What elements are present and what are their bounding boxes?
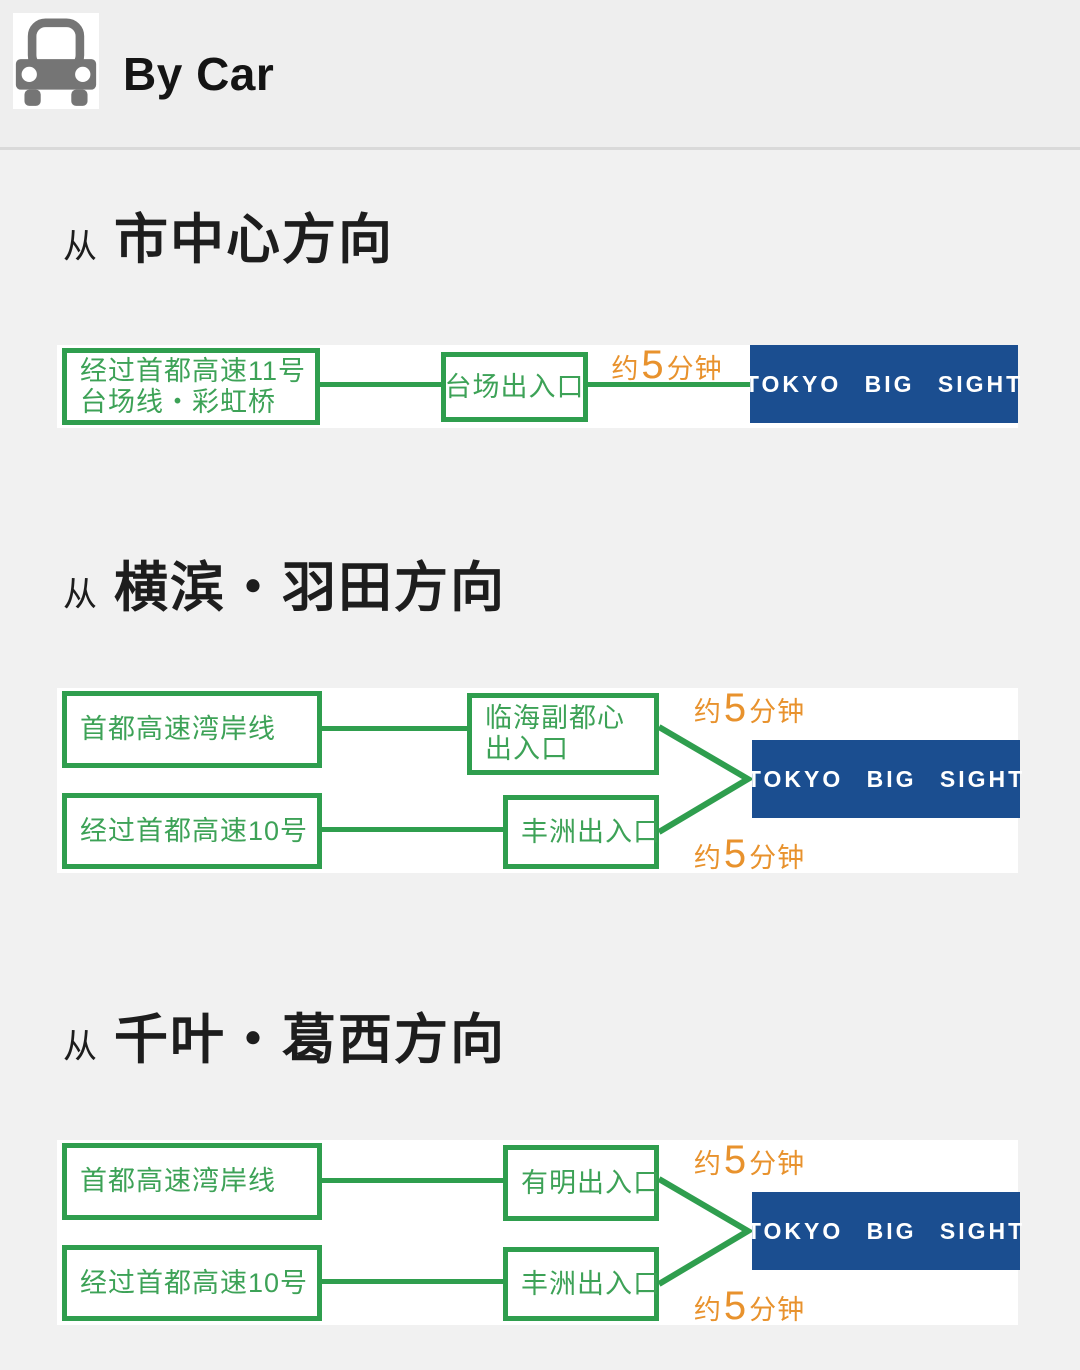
route-exit-line1: 临海副都心 — [485, 703, 625, 733]
route-exit-box: 台场出入口 — [441, 352, 588, 422]
heading-title: 市中心方向 — [114, 210, 394, 270]
heading-title: 横滨・羽田方向 — [114, 558, 506, 618]
connector-line — [320, 1279, 505, 1284]
route-start-line1: 经过首都高速11号 — [80, 355, 307, 386]
route-exit-line2: 出入口 — [485, 734, 569, 764]
car-icon — [13, 13, 99, 109]
section-heading-yokohama-haneda: 从 横滨・羽田方向 — [63, 548, 506, 635]
connector-line — [320, 726, 467, 731]
destination-label: TOKYO BIG SIGHT — [744, 370, 1024, 397]
route-start-box: 经过首都高速10号 — [62, 793, 322, 869]
section-heading-city-center: 从 市中心方向 — [63, 200, 394, 287]
connector-line — [320, 1178, 503, 1183]
route-exit-label: 台场出入口 — [444, 371, 585, 402]
connector-line — [320, 827, 505, 832]
converge-lines-icon — [657, 1176, 754, 1287]
route-start-line2: 台场线・彩虹桥 — [80, 386, 276, 417]
heading-from-prefix: 从 — [63, 1028, 97, 1066]
section-heading-chiba-kasai: 从 千叶・葛西方向 — [63, 1000, 506, 1087]
route-exit-box: 临海副都心 出入口 — [467, 693, 659, 775]
route-start-box: 经过首都高速10号 — [62, 1245, 322, 1321]
route-start-box: 首都高速湾岸线 — [62, 691, 322, 768]
route-exit-box: 丰洲出入口 — [503, 1247, 660, 1321]
connector-line — [586, 382, 751, 387]
connector-line — [318, 382, 443, 387]
page-header: By Car — [0, 0, 1080, 150]
converge-lines-icon — [657, 724, 754, 835]
route-start-box: 经过首都高速11号 台场线・彩虹桥 — [62, 348, 320, 425]
heading-from-prefix: 从 — [63, 228, 97, 266]
heading-from-prefix: 从 — [63, 576, 97, 614]
destination-label: TOKYO BIG SIGHT — [746, 765, 1026, 792]
destination-box: TOKYO BIG SIGHT — [745, 345, 1020, 423]
route-exit-box: 丰洲出入口 — [503, 795, 660, 869]
destination-label: TOKYO BIG SIGHT — [746, 1217, 1026, 1244]
heading-title: 千叶・葛西方向 — [114, 1010, 506, 1070]
route-start-box: 首都高速湾岸线 — [62, 1143, 322, 1220]
destination-box: TOKYO BIG SIGHT — [747, 740, 1022, 818]
destination-box: TOKYO BIG SIGHT — [747, 1192, 1022, 1270]
page-title: By Car — [123, 47, 275, 100]
route-exit-box: 有明出入口 — [503, 1145, 660, 1221]
